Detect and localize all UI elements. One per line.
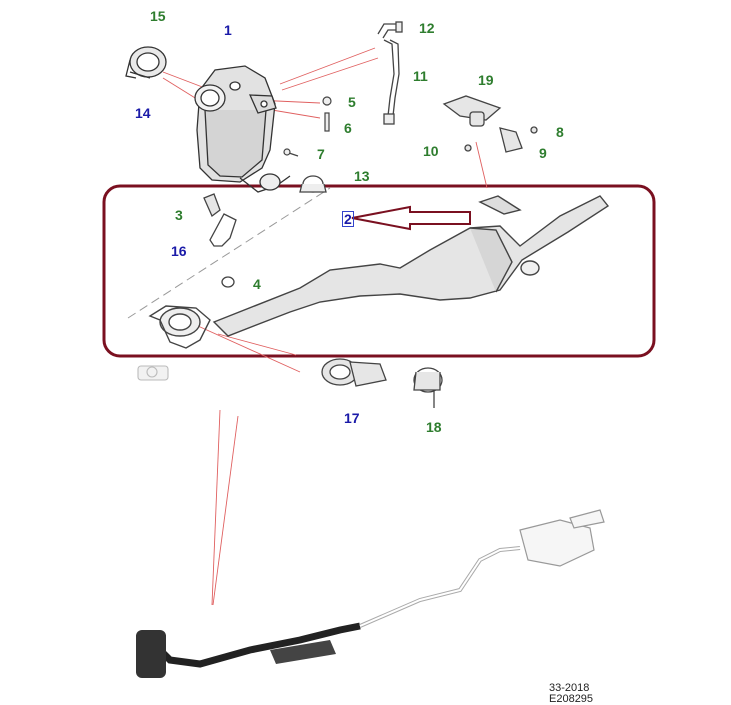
callout-8[interactable]: 8 bbox=[556, 124, 564, 140]
muffler-assembly-part bbox=[148, 195, 610, 349]
callout-19[interactable]: 19 bbox=[478, 72, 494, 88]
callout-3[interactable]: 3 bbox=[175, 207, 183, 223]
callout-2[interactable]: 2 bbox=[342, 211, 354, 227]
figure-part-code: E208295 bbox=[549, 693, 594, 705]
callout-14[interactable]: 14 bbox=[135, 105, 151, 121]
flange-clamp-part bbox=[125, 46, 167, 79]
callout-18[interactable]: 18 bbox=[426, 419, 442, 435]
callout-1[interactable]: 1 bbox=[224, 22, 232, 38]
callout-7[interactable]: 7 bbox=[317, 146, 325, 162]
callout-13[interactable]: 13 bbox=[354, 168, 370, 184]
downpipe-17-part bbox=[321, 358, 443, 408]
highlight-frame bbox=[102, 184, 656, 358]
callout-11[interactable]: 11 bbox=[413, 68, 428, 84]
callout-17[interactable]: 17 bbox=[344, 410, 360, 426]
leader-lines bbox=[162, 47, 488, 606]
bolts-part bbox=[283, 96, 332, 157]
callout-10[interactable]: 10 bbox=[423, 143, 439, 159]
callout-15[interactable]: 15 bbox=[150, 8, 166, 24]
hanger-bracket-part bbox=[442, 95, 538, 153]
callout-12[interactable]: 12 bbox=[419, 20, 435, 36]
clamp-13-part bbox=[299, 175, 327, 193]
catalytic-converter-part bbox=[194, 65, 291, 193]
callout-16[interactable]: 16 bbox=[171, 243, 187, 259]
callout-6[interactable]: 6 bbox=[344, 120, 352, 136]
pipe-part bbox=[377, 21, 403, 125]
callout-5[interactable]: 5 bbox=[348, 94, 356, 110]
ghosted-sensor-part bbox=[137, 365, 169, 381]
separator-line bbox=[127, 187, 331, 319]
overview-exhaust-drawing bbox=[136, 509, 605, 678]
pointer-arrow bbox=[351, 205, 471, 231]
figure-reference-number: 33-2018 bbox=[549, 682, 590, 694]
brackets-3-16-part bbox=[203, 193, 237, 288]
callout-4[interactable]: 4 bbox=[253, 276, 261, 292]
callout-9[interactable]: 9 bbox=[539, 145, 547, 161]
